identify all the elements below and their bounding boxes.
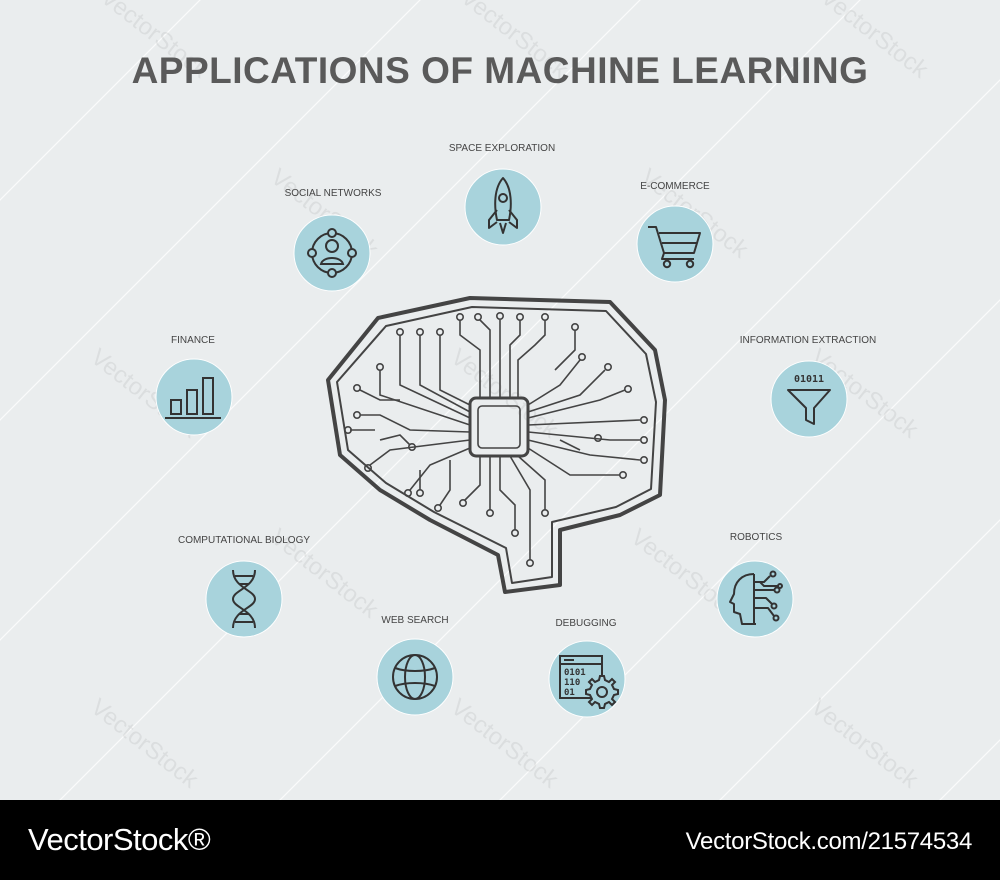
debug-digits-line-3: 01 [564, 688, 575, 698]
rocket-icon [464, 168, 542, 246]
label-space-exploration: SPACE EXPLORATION [448, 143, 556, 154]
label-finance: FINANCE [171, 335, 215, 346]
dna-icon [205, 560, 283, 638]
label-e-commerce: E-COMMERCE [640, 181, 710, 192]
page-title: APPLICATIONS OF MACHINE LEARNING [131, 50, 869, 91]
footer-bar: VectorStock® VectorStock.com/21574534 [0, 800, 1000, 880]
globe-icon [376, 638, 454, 716]
label-debugging: DEBUGGING [555, 618, 617, 629]
code-gear-icon: 0101 110 01 [548, 640, 626, 718]
bar-chart-icon [155, 358, 233, 436]
label-social-networks: SOCIAL NETWORKS [284, 188, 382, 199]
background-diagonal-lines [0, 0, 1000, 800]
label-computational-biology: COMPUTATIONAL BIOLOGY [177, 535, 311, 546]
social-network-icon [293, 214, 371, 292]
debug-digits-line-1: 0101 [564, 668, 586, 678]
funnel-digits: 01011 [794, 374, 824, 385]
label-information-extraction: INFORMATION EXTRACTION [739, 335, 877, 346]
binary-funnel-icon: 01011 [770, 360, 848, 438]
label-robotics: ROBOTICS [729, 532, 783, 543]
label-web-search: WEB SEARCH [381, 615, 449, 626]
debug-digits-line-2: 110 [564, 678, 580, 688]
shopping-cart-icon [636, 205, 714, 283]
footer-brand-logo: VectorStock® [28, 822, 211, 857]
footer-image-id: VectorStock.com/21574534 [685, 828, 973, 855]
circuit-brain-icon [326, 296, 667, 594]
infographic-canvas: VectorStock VectorStock VectorStock Vect… [0, 0, 1000, 800]
robot-head-icon [716, 560, 794, 638]
